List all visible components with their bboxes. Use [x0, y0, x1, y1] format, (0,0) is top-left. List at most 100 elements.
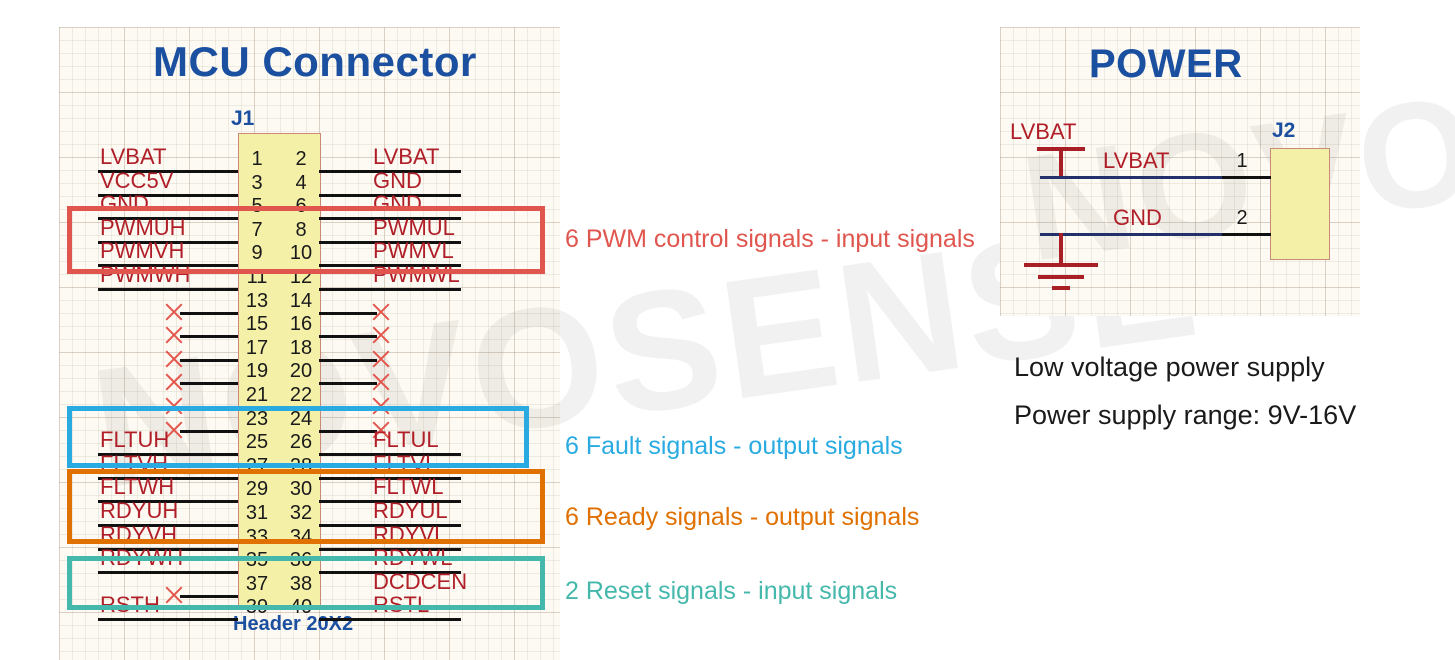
j1-wire-left	[98, 571, 238, 575]
no-connect-icon	[370, 348, 392, 370]
j1-pin-number-even: 32	[289, 502, 313, 524]
j2-pin-1-number: 1	[1236, 150, 1248, 172]
j1-pin-number-even: 22	[289, 384, 313, 406]
j1-pin-number-odd: 15	[245, 313, 269, 336]
j1-pin-number-even: 10	[289, 242, 313, 265]
net-label-right: PWMWL	[373, 262, 460, 287]
j1-wire-left	[98, 500, 238, 504]
j1-wire-left	[98, 193, 238, 197]
j1-pin-number-odd: 1	[251, 148, 263, 170]
lvbat-port-label: LVBAT	[1010, 119, 1077, 144]
j1-pin-number-even: 4	[295, 171, 307, 194]
j1-wire-left	[98, 453, 238, 457]
j1-pin-number-even: 8	[295, 218, 307, 241]
highlight-box-reset	[67, 556, 545, 610]
net-label-lvbat: LVBAT	[1103, 148, 1170, 173]
j1-pin-number-odd: 19	[245, 360, 269, 383]
net-label-left: LVBAT	[100, 144, 167, 169]
j1-wire-right	[319, 288, 461, 291]
j1-connector-body	[238, 133, 321, 607]
j1-wire-right	[319, 524, 461, 527]
mcu-panel-title: MCU Connector	[153, 38, 477, 85]
annotation-pwm: 6 PWM control signals - input signals	[565, 225, 975, 253]
no-connect-icon	[370, 301, 392, 323]
j1-pin-number-odd: 7	[251, 218, 263, 241]
j1-pin-number-even: 20	[289, 360, 313, 383]
net-label-right: PWMVL	[373, 238, 454, 264]
j1-wire-left	[98, 240, 238, 244]
ground-icon-bar3	[1052, 286, 1070, 290]
highlight-box-fault	[67, 406, 529, 468]
j1-pin-number-even: 2	[295, 148, 307, 170]
net-label-right: RSTL	[373, 592, 430, 618]
net-label-right: RDYUL	[373, 498, 448, 523]
j1-pin-number-even: 30	[289, 478, 313, 501]
j1-pin-number-odd: 25	[245, 431, 269, 454]
power-panel-title: POWER	[1089, 42, 1243, 86]
gnd-pin-wire	[1222, 233, 1271, 236]
net-label-right: LVBAT	[373, 144, 440, 169]
j1-pin-number-even: 38	[289, 572, 313, 595]
j1-wire-left-unused	[180, 358, 238, 362]
j1-pin-number-odd: 23	[245, 407, 269, 430]
j1-wire-right	[319, 547, 461, 551]
no-connect-icon	[370, 324, 392, 346]
j1-wire-right-unused	[319, 335, 377, 339]
j1-wire-right-unused	[319, 382, 377, 386]
net-label-right: FLTUL	[373, 427, 439, 453]
net-label-right: GND	[373, 191, 422, 217]
lvbat-net-wire	[1040, 176, 1228, 179]
j1-wire-right	[319, 453, 461, 457]
j1-pin-number-odd: 37	[245, 572, 269, 595]
annotation-fault: 6 Fault signals - output signals	[565, 432, 903, 460]
no-connect-icon	[163, 348, 185, 370]
j1-pin-number-odd: 13	[245, 289, 269, 312]
j1-wire-right-unused	[319, 429, 377, 433]
note-line-2: Power supply range: 9V-16V	[1014, 400, 1357, 430]
j1-pin-number-odd: 17	[245, 336, 269, 359]
ground-icon-bar1	[1024, 263, 1098, 267]
j1-pin-number-even: 14	[289, 289, 313, 312]
j1-wire-left-unused	[180, 594, 238, 598]
j1-wire-right-unused	[319, 311, 377, 315]
j1-wire-left	[98, 288, 238, 291]
j1-wire-left-unused	[180, 335, 238, 339]
j1-pin-number-even: 18	[289, 336, 313, 359]
net-label-gnd: GND	[1113, 205, 1162, 230]
j1-refdes-label: J1	[231, 107, 255, 130]
no-connect-icon	[163, 301, 185, 323]
j1-wire-right	[319, 476, 461, 480]
highlight-box-pwm	[67, 206, 545, 274]
j1-wire-left-unused	[180, 429, 238, 433]
j1-wire-right	[319, 264, 461, 268]
ground-icon-bar2	[1038, 275, 1084, 279]
j1-wire-left-unused	[180, 311, 238, 315]
net-label-left: FLTWH	[100, 474, 175, 500]
no-connect-icon	[370, 371, 392, 393]
j1-pin-number-odd: 29	[245, 478, 269, 501]
j1-pin-number-odd: 21	[245, 384, 269, 406]
j1-wire-right-unused	[319, 358, 377, 362]
highlight-box-ready	[67, 469, 545, 544]
net-label-right: PWMUL	[373, 214, 455, 240]
lvbat-pin-wire	[1222, 176, 1271, 179]
j1-pin-number-even: 24	[289, 407, 313, 430]
j1-wire-right	[319, 170, 461, 173]
j2-pin-2-number: 2	[1236, 207, 1248, 229]
j2-refdes-label: J2	[1272, 119, 1296, 142]
no-connect-icon	[163, 371, 185, 393]
annotation-ready: 6 Ready signals - output signals	[565, 503, 920, 531]
j1-wire-left-unused	[180, 382, 238, 386]
net-label-left: GND	[100, 191, 149, 217]
net-label-left: RDYUH	[100, 498, 179, 523]
j1-wire-right	[319, 240, 461, 244]
j1-pin-number-even: 16	[289, 313, 313, 336]
j2-connector-body	[1270, 148, 1330, 260]
j1-wire-left	[98, 476, 238, 480]
net-label-right: GND	[373, 167, 422, 193]
net-label-left: FLTUH	[100, 427, 170, 453]
j1-wire-left	[98, 264, 238, 268]
net-label-left: PWMVH	[100, 238, 185, 264]
net-label-left: PWMUH	[100, 214, 186, 240]
j1-wire-left	[98, 547, 238, 551]
